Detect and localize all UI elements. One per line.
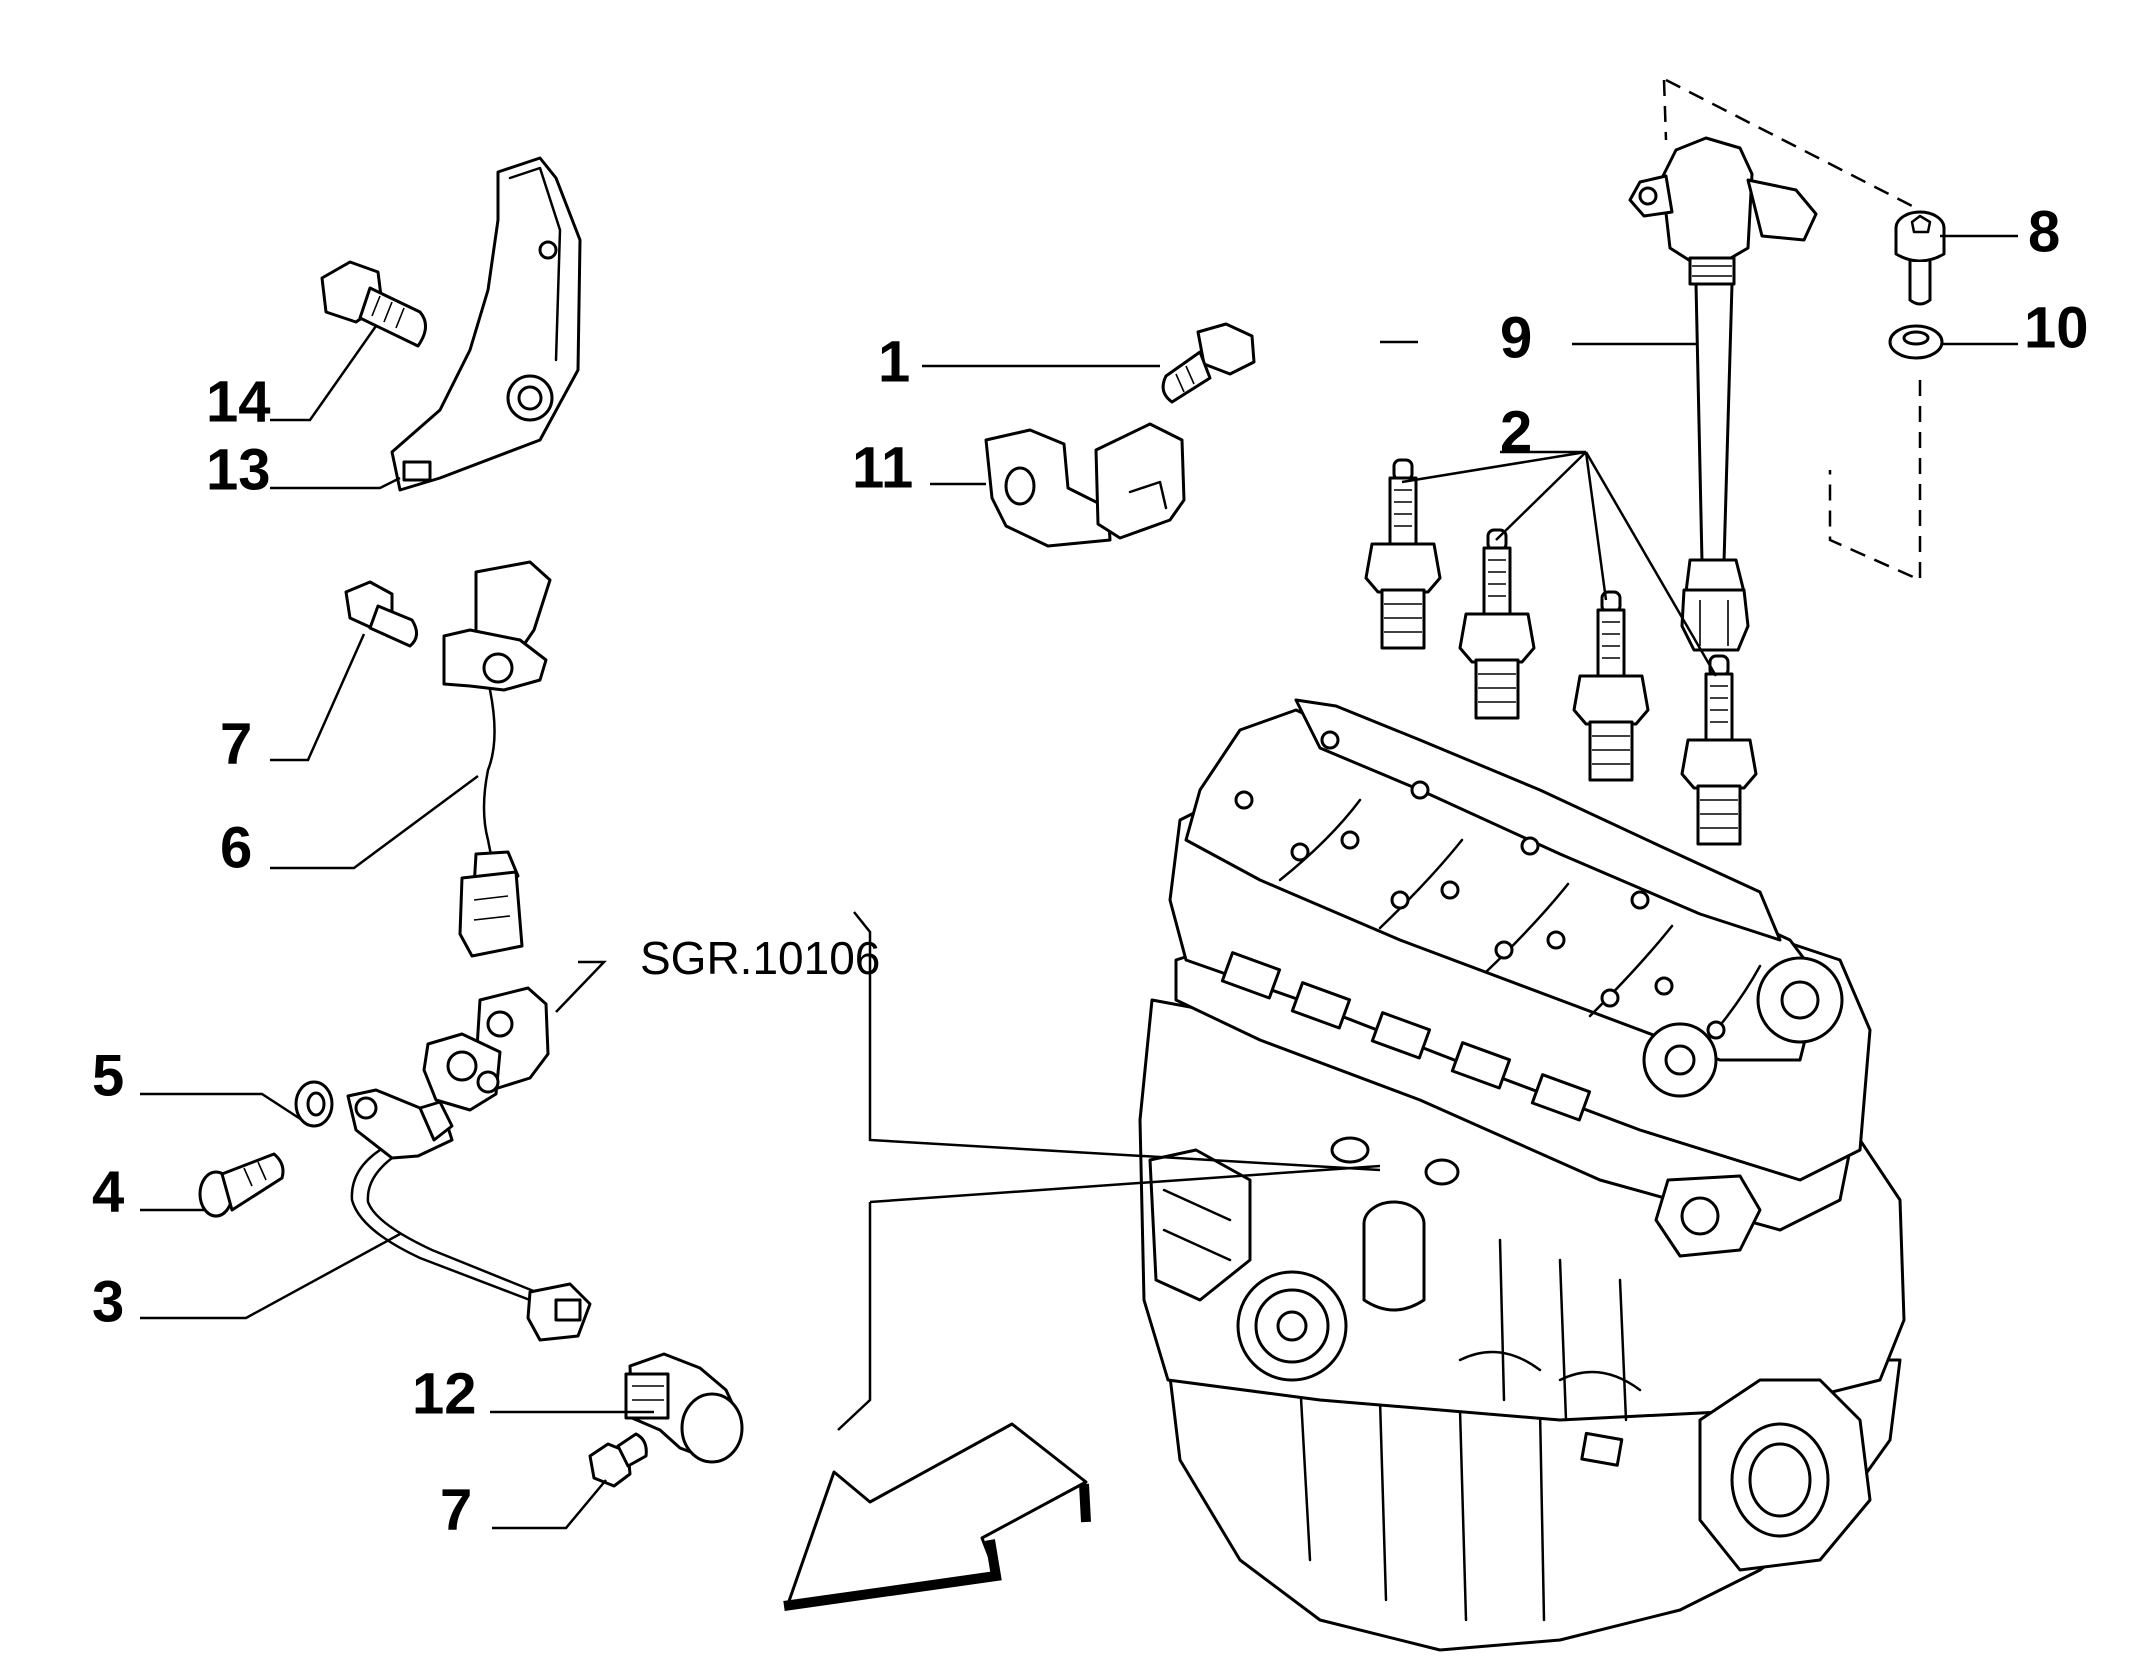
part-12-knock-sensor [624,1352,744,1464]
callout-6: 6 [220,815,252,880]
callout-14: 14 [206,369,271,434]
callout-2: 2 [1500,399,1532,464]
part-3-sensor-with-cable [346,1088,592,1342]
sgr-10106-bracket [422,986,550,1112]
part-2-spark-plug-b [1458,528,1536,720]
part-8-socket-bolt [1894,210,1946,306]
callout-13: 13 [206,437,271,502]
part-10-washer [1888,324,1944,360]
sgr-bracket-lines [837,911,1381,1431]
part-13-bracket [390,156,582,492]
callout-12: 12 [412,1361,477,1426]
part-6-sensor-with-cable [442,560,552,958]
reference-label-sgr: SGR.10106 [640,932,880,984]
callout-11: 11 [852,435,913,500]
part-4-bolt [198,1152,285,1218]
part-14-hex-bolt [320,260,427,348]
part-7-bolt-lower [588,1432,648,1488]
callout-7-lower: 7 [440,1477,472,1542]
callout-8: 8 [2028,199,2060,264]
part-2-spark-plug-a [1364,458,1442,650]
callout-7-upper: 7 [220,711,252,776]
part-5-washer [294,1080,334,1128]
callout-1: 1 [878,329,910,394]
direction-arrow [783,1422,1091,1611]
part-1-bolt [1161,322,1256,404]
part-9-ignition-coil [1628,136,1818,652]
callout-9: 9 [1500,305,1532,370]
engine-block [1138,698,1906,1652]
callout-5: 5 [92,1043,124,1108]
callout-3: 3 [92,1269,124,1334]
callout-10: 10 [2024,295,2089,360]
part-11-sensor-bracket [984,422,1186,548]
callout-4: 4 [92,1159,124,1224]
part-2-spark-plug-d [1680,654,1758,846]
part-7-bolt-upper [344,580,418,648]
leader-lines [140,234,2018,1530]
part-2-spark-plug-c [1572,590,1650,782]
